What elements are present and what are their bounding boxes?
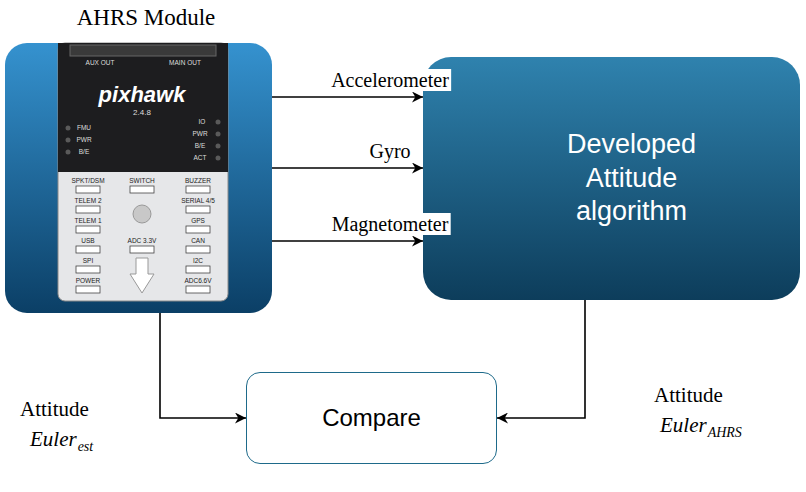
led-label: ACT	[194, 154, 207, 161]
led-label: PWR	[192, 130, 207, 137]
port-label: SWITCH	[129, 177, 155, 184]
pin-label: AUX OUT	[86, 59, 115, 66]
signal-label: Attitude	[18, 398, 91, 421]
port-label: TELEM 2	[74, 197, 101, 204]
port-label: POWER	[76, 277, 101, 284]
process-label: Developed Attitude algorithm	[537, 128, 727, 229]
port-label: SPKT/DSM	[71, 177, 104, 184]
direction-arrow	[130, 258, 154, 293]
signal-arrow	[272, 240, 423, 242]
signal-arrow	[160, 313, 246, 418]
algorithm-box: Developed Attitude algorithm	[423, 57, 800, 300]
compare-label: Compare	[322, 403, 421, 433]
compare-box: Compare	[246, 372, 497, 464]
pin-header	[70, 45, 216, 56]
port-label: GPS	[191, 217, 205, 224]
math-subscript: AHRS	[708, 425, 742, 440]
device-version: 2.4.8	[133, 109, 151, 118]
device-body	[58, 43, 228, 301]
led-label: PWR	[76, 136, 91, 143]
port-label: ADC 3.3V	[128, 237, 157, 244]
port-label: CAN	[191, 237, 205, 244]
led-label: B/E	[79, 148, 89, 155]
port-label: SPI	[83, 257, 93, 264]
signal-arrow	[497, 300, 585, 418]
module-heading: AHRS Module	[77, 5, 216, 31]
led-label: FMU	[77, 124, 91, 131]
device-logo: pixhawk	[99, 83, 186, 107]
port-label: ADC6.6V	[184, 277, 211, 284]
device-top	[58, 43, 228, 172]
math-subscript: est	[78, 439, 94, 454]
signal-arrow	[272, 96, 423, 98]
math-symbol: Euler	[30, 428, 77, 451]
module-background	[5, 43, 272, 313]
signal-label: Accelerometer	[329, 69, 451, 91]
math-symbol: Euler	[660, 414, 707, 437]
led-label: B/E	[195, 142, 205, 149]
signal-label: Attitude	[652, 384, 725, 407]
status-leds	[66, 120, 221, 161]
pin-label: MAIN OUT	[169, 59, 201, 66]
port-label: BUZZER	[185, 177, 211, 184]
led-label: IO	[199, 118, 206, 125]
signal-label: Gyro	[367, 140, 412, 162]
port-label: SERIAL 4/5	[181, 197, 215, 204]
safety-button	[133, 205, 151, 223]
port-label: USB	[81, 237, 94, 244]
signal-label: Magnetometer	[330, 213, 451, 235]
signal-arrow	[272, 167, 423, 169]
port-label: I2C	[193, 257, 203, 264]
port-label: TELEM 1	[74, 217, 101, 224]
